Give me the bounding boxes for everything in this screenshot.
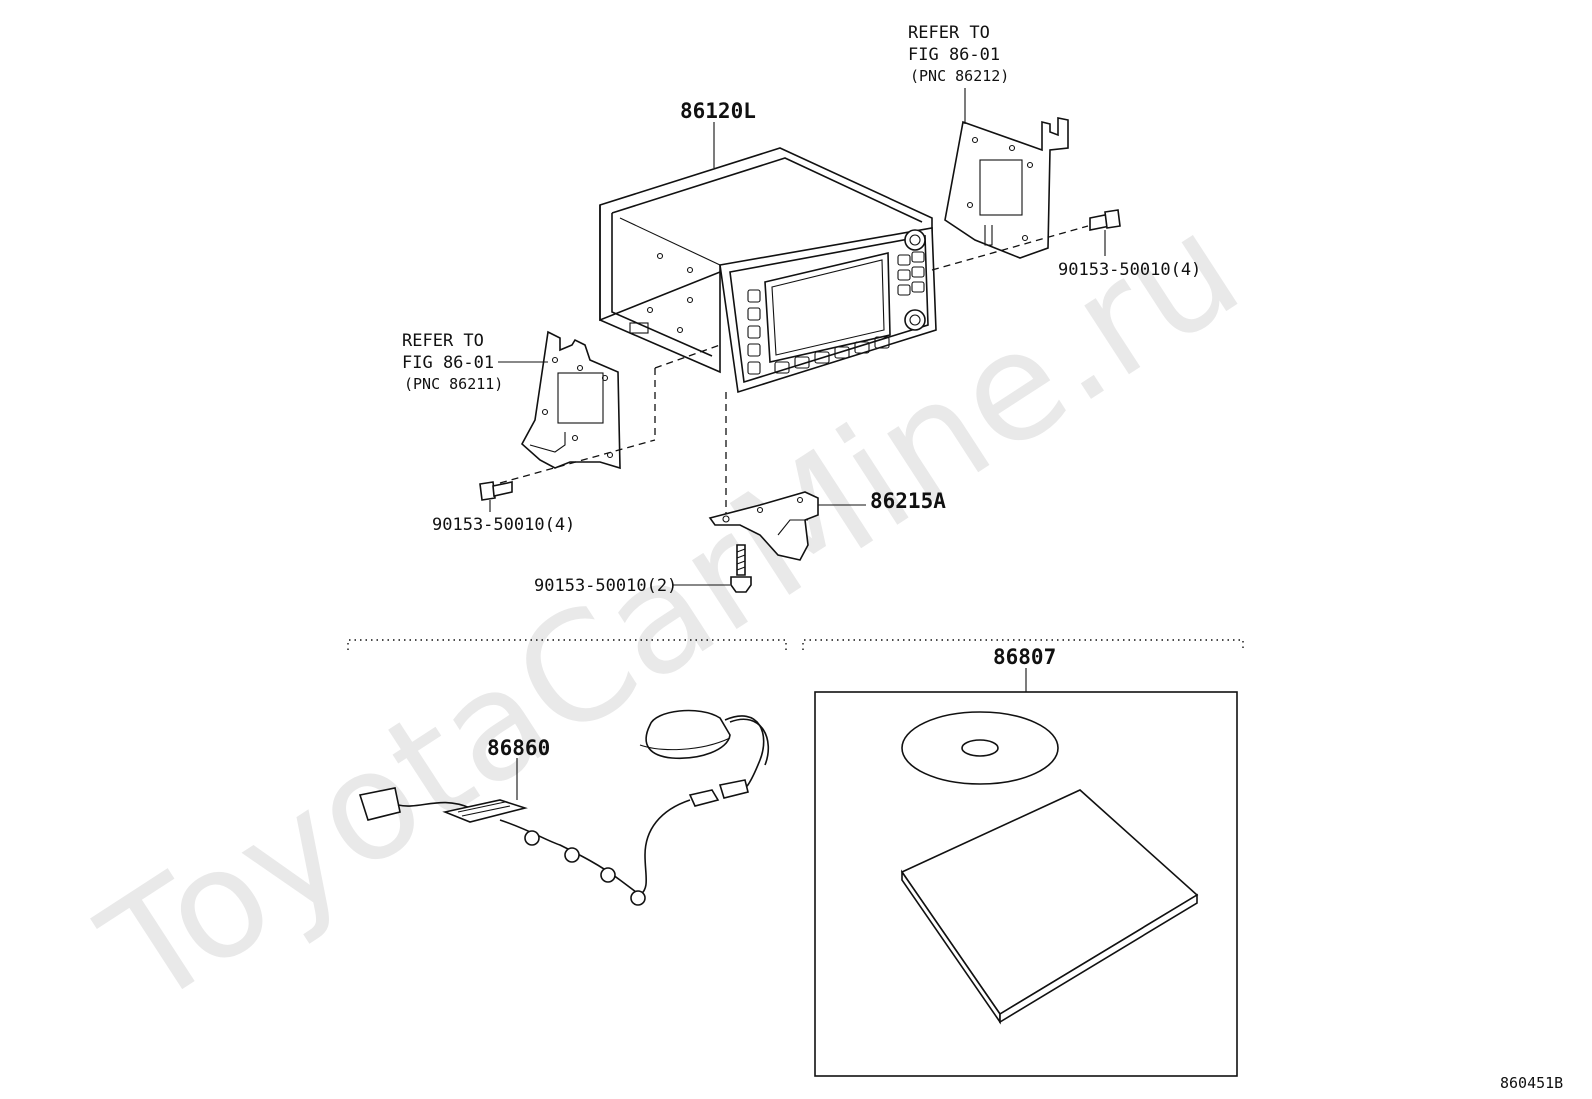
map-disc [901,711,1059,785]
screw-right [1089,209,1121,231]
label-bracket-left-ref1: REFER TO [402,331,484,351]
label-bracket-bottom: 86215A [870,489,946,513]
label-antenna: 86860 [487,736,550,760]
diagram-id: 860451B [1500,1074,1563,1092]
label-bracket-left-ref3: (PNC 86211) [404,375,503,393]
gps-antenna [358,709,770,906]
bracket-bottom [708,491,819,561]
label-bracket-left-ref2: FIG 86-01 [402,353,494,373]
label-receiver: 86120L [680,99,756,123]
label-bracket-right-ref1: REFER TO [908,23,990,43]
label-screw-left: 90153-50010(4) [432,515,575,535]
dashed-line-left-lower [499,439,656,484]
label-disc-kit: 86807 [993,645,1056,669]
screw-left [479,481,513,501]
bracket-right [944,117,1069,259]
label-screw-bottom: 90153-50010(2) [534,576,677,596]
manual-book [900,789,1199,1025]
screw-bottom [730,544,752,593]
dashed-line-right [931,225,1089,271]
navigation-receiver [599,147,937,394]
bracket-left [520,330,621,470]
label-bracket-right-ref3: (PNC 86212) [910,67,1009,85]
label-bracket-right-ref2: FIG 86-01 [908,45,1000,65]
label-screw-right: 90153-50010(4) [1058,260,1201,280]
